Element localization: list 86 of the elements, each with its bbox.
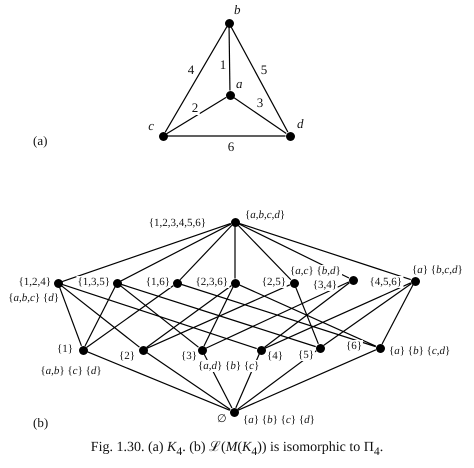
edge-line <box>233 97 287 134</box>
edge-line <box>181 284 376 348</box>
vertex-dot <box>198 346 206 354</box>
vertex-dot <box>112 278 122 288</box>
edge-line <box>264 282 350 348</box>
edge-label: 5 <box>260 63 268 77</box>
edge-line <box>146 284 290 349</box>
edge-line <box>180 224 232 280</box>
edge-line <box>234 226 236 278</box>
edge-line <box>146 285 232 348</box>
vertex-dot <box>256 346 266 354</box>
vertex-label: {2} <box>118 350 136 362</box>
edge-line <box>323 283 412 346</box>
vertex-dot <box>138 346 148 354</box>
edge-line <box>238 284 376 347</box>
vertex-label: {1,2,4} <box>17 276 52 288</box>
vertex-label: {6} <box>344 340 363 352</box>
edge-line <box>264 282 412 349</box>
edge-line <box>237 350 317 410</box>
vertex-label: {a,b} {c} {d} <box>39 365 103 377</box>
edge-line <box>168 135 286 137</box>
vertex-dot <box>316 344 324 352</box>
vertex-dot <box>348 276 358 284</box>
edge-line <box>84 286 116 346</box>
edge-label: 6 <box>226 140 236 154</box>
vertex-label: {5} <box>296 349 315 361</box>
vertex-dot <box>230 278 240 288</box>
edge-line <box>120 285 199 348</box>
vertex-label: {1,2,3,4,5,6} <box>148 217 207 229</box>
vertex-dot <box>376 344 384 352</box>
vertex-label: {a} {b} {c} {d} <box>242 414 316 426</box>
vertex-dot <box>290 278 298 288</box>
edge-label: 4 <box>186 63 196 77</box>
edge-line <box>121 284 316 348</box>
edge-line <box>382 284 414 344</box>
edge-label: 3 <box>256 96 264 110</box>
edge-line <box>86 351 230 411</box>
panel-label: (a) <box>32 134 48 148</box>
edge-line <box>228 28 231 90</box>
vertex-label: {2,3,6} <box>194 276 229 288</box>
edge-label: 2 <box>190 101 200 115</box>
vertex-label: ∅ <box>216 413 228 425</box>
edge-line <box>230 26 288 132</box>
vertex-label: d <box>296 117 304 131</box>
edge-line <box>239 222 411 280</box>
edge-line <box>59 287 82 346</box>
vertex-dot <box>78 346 88 354</box>
vertex-label: {1,6} <box>144 276 171 288</box>
edge-line <box>61 285 140 348</box>
vertex-label: {3,4} <box>312 279 338 291</box>
edge-line <box>62 284 257 350</box>
edge-line <box>166 96 226 134</box>
vertex-dot <box>54 278 62 288</box>
edge-line <box>120 224 232 282</box>
vertex-label: {a,d} {b} {c} <box>197 360 260 372</box>
vertex-label: {a} {b,c,d} <box>411 264 464 276</box>
edge-line <box>206 281 350 349</box>
vertex-label: {1} <box>56 343 74 355</box>
edge-line <box>146 352 231 410</box>
vertex-dot <box>172 278 182 288</box>
vertex-dot <box>286 132 294 140</box>
vertex-dot <box>226 90 234 100</box>
vertex-dot <box>224 18 234 28</box>
vertex-label: {4,5,6} <box>368 276 403 288</box>
vertex-dot <box>230 218 240 226</box>
vertex-label: {3} <box>180 350 198 362</box>
edge-label: 1 <box>218 58 228 72</box>
edge-line <box>203 286 234 346</box>
vertex-dot <box>410 276 420 286</box>
vertex-label: b <box>233 3 242 17</box>
panel-label: (b) <box>32 416 50 430</box>
vertex-label: {a,b,c,d} <box>244 209 286 221</box>
vertex-dot <box>158 132 168 140</box>
vertex-label: {4} <box>266 350 284 362</box>
vertex-label: {2,5} <box>260 276 287 288</box>
edge-line <box>62 222 231 282</box>
edge-line <box>86 285 174 348</box>
edge-line <box>164 26 228 132</box>
edge-line <box>238 224 292 280</box>
vertex-label: {a,c} {b,d} <box>289 265 342 277</box>
vertex-label: {a,b,c} {d} <box>7 292 60 304</box>
vertex-label: {1,3,5} <box>76 276 111 288</box>
vertex-label: {a} {b} {c,d} <box>388 345 452 357</box>
vertex-dot <box>230 408 238 416</box>
edge-line <box>238 349 376 411</box>
edge-line <box>295 286 319 344</box>
